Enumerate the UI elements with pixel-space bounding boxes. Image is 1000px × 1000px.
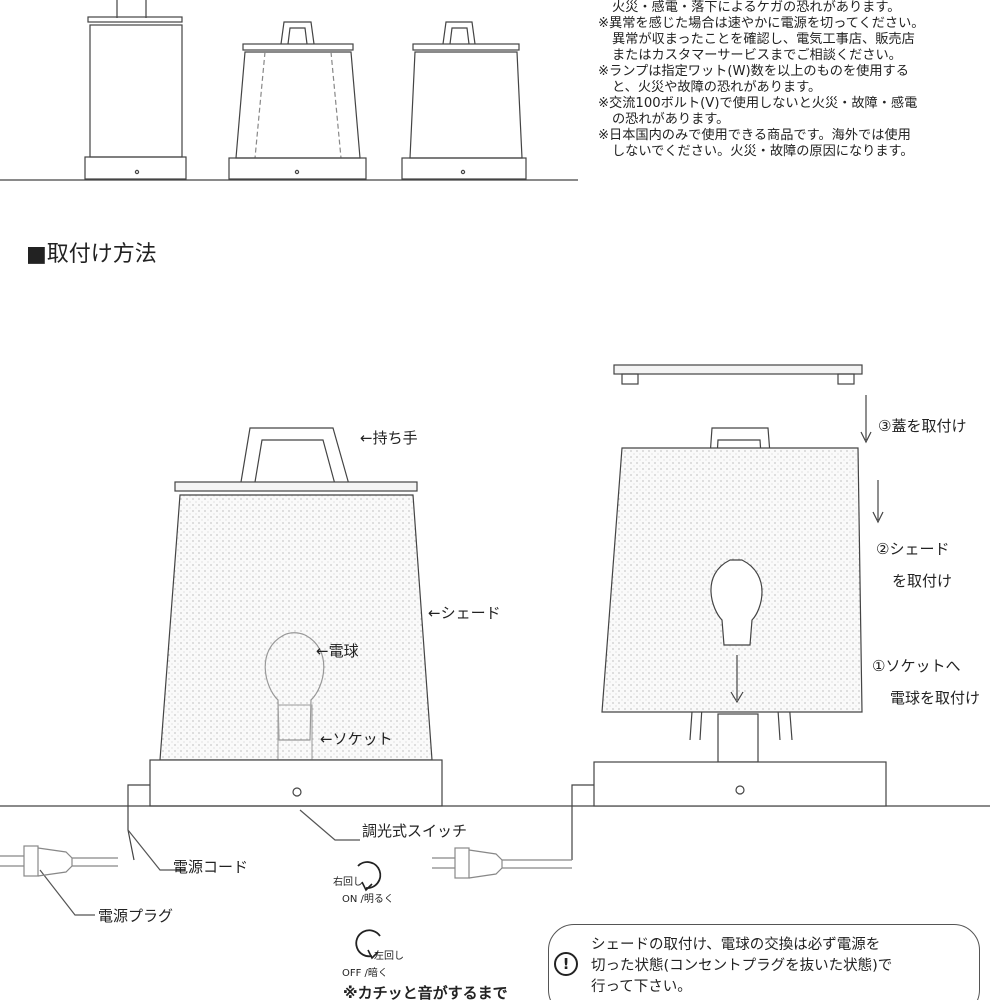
label-on-bright: ON /明るく [342, 893, 394, 905]
assembled-lamp [127, 427, 443, 861]
section-heading: ■取付け方法 [26, 242, 157, 267]
label-power-cord: 電源コード [173, 858, 248, 876]
warning-line: ※交流100ボルト(V)で使用しないと火災・故障・感電 [598, 96, 918, 111]
label-power-plug: 電源プラグ [98, 907, 173, 925]
step-1: ①ソケットへ [872, 657, 960, 675]
note-line: 切った状態(コンセントプラグを抜いた状態)で [591, 958, 893, 974]
exploded-lamp [571, 364, 887, 860]
warning-line: ※ランプは指定ワット(W)数を以上のものを使用する [598, 64, 909, 79]
label-turn-right: 右回し [333, 875, 363, 888]
step-1-cont: 電球を取付け [890, 689, 980, 707]
warning-line: しないでください。火災・故障の原因になります。 [612, 144, 914, 159]
rotate-left-icon [355, 929, 381, 958]
rotate-right-icon [357, 861, 382, 889]
safety-warnings: 火災・感電・落下によるケガの恐れがあります。 ※異常を感じた場合は速やかに電源を… [598, 0, 998, 160]
warning-line: 異常が収まったことを確認し、電気工事店、販売店 [612, 32, 915, 47]
label-shade: ←シェード [428, 604, 501, 622]
label-off-dark: OFF /暗く [342, 966, 388, 979]
note-line: 行って下さい。 [591, 979, 692, 995]
label-click-note: ※カチッと音がするまで [343, 984, 508, 1000]
label-socket: ←ソケット [320, 730, 393, 748]
lamp-side-view [228, 21, 367, 180]
note-line: シェードの取付け、電球の交換は必ず電源を [591, 937, 881, 953]
step-2: ②シェード [876, 540, 949, 558]
lamp-back-view [401, 21, 527, 180]
warning-line: またはカスタマーサービスまでご相談ください。 [612, 48, 902, 63]
label-bulb: ←電球 [316, 642, 359, 660]
label-handle: ←持ち手 [360, 429, 418, 447]
step-3: ③蓋を取付け [878, 417, 966, 435]
warning-line: ※異常を感じた場合は速やかに電源を切ってください。 [598, 16, 925, 31]
exclamation-circle-icon: ! [554, 952, 578, 976]
label-turn-left: 左回し [374, 949, 404, 962]
power-plug-right [432, 847, 572, 879]
power-plug-left [0, 845, 118, 877]
label-dimmer-switch: 調光式スイッチ [362, 822, 467, 840]
warning-line: と、火災や故障の恐れがあります。 [612, 80, 822, 95]
warning-line: の恐れがあります。 [612, 112, 730, 127]
caution-note: ! シェードの取付け、電球の交換は必ず電源を 切った状態(コンセントプラグを抜い… [548, 924, 980, 1000]
step-2-cont: を取付け [892, 572, 952, 590]
warning-line: 火災・感電・落下によるケガの恐れがあります。 [612, 0, 901, 15]
warning-line: ※日本国内のみで使用できる商品です。海外では使用 [598, 128, 911, 143]
lamp-front-view [84, 0, 187, 180]
